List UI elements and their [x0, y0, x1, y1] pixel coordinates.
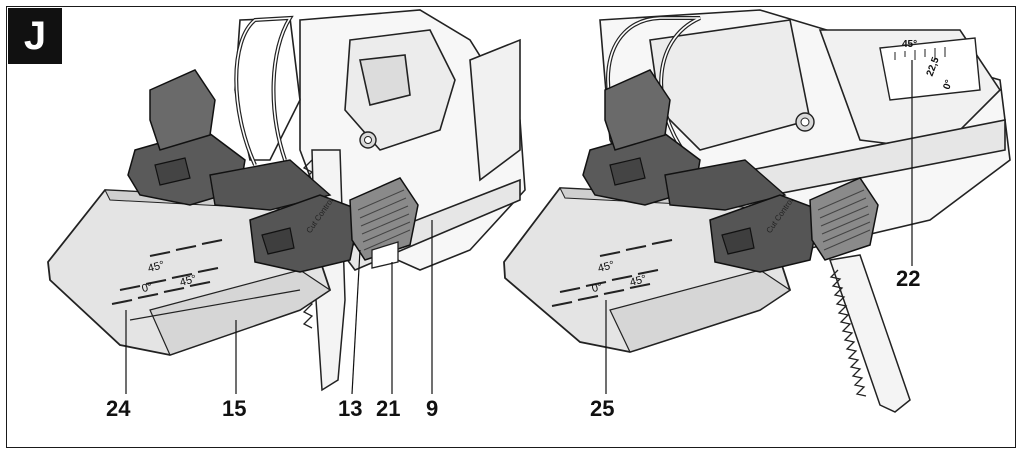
callout-15: 15 — [222, 396, 247, 421]
left-view — [47, 9, 526, 395]
bevel-scale-45: 45° — [902, 39, 918, 50]
clamp-housing-left-b — [249, 194, 361, 273]
saw-blade-right — [829, 254, 911, 413]
guide-knob-right — [809, 177, 879, 261]
callout-13: 13 — [338, 396, 363, 421]
right-view — [503, 9, 1011, 413]
figure-frame — [6, 6, 1016, 448]
callout-9: 9 — [426, 396, 439, 421]
callout-25: 25 — [590, 396, 615, 421]
guide-knob-left — [349, 177, 419, 261]
callout-22: 22 — [896, 266, 921, 291]
callout-21: 21 — [376, 396, 401, 421]
figure-badge: J — [8, 8, 62, 64]
leader-lines-right — [605, 60, 913, 394]
leader-lines-left — [125, 220, 433, 395]
callout-24: 24 — [106, 396, 131, 421]
